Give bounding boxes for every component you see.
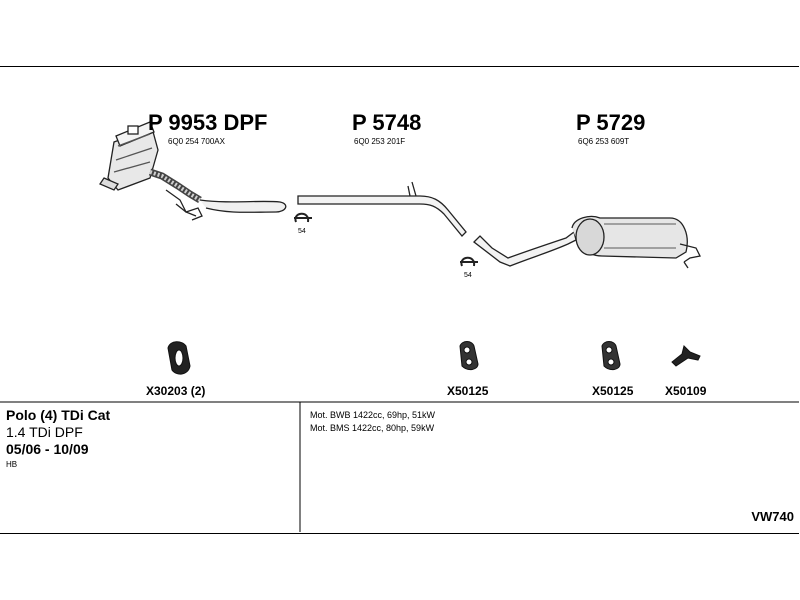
engine-list: Mot. BWB 1422cc, 69hp, 51kW Mot. BMS 142… (310, 409, 435, 435)
mounting-rubber-icon (601, 341, 621, 371)
part-number-rear-silencer[interactable]: P 5729 (576, 110, 646, 135)
mounting-rubber-icon (459, 341, 479, 371)
middle-pipe-drawing[interactable] (297, 181, 467, 237)
dpf-part-drawing[interactable] (99, 121, 287, 221)
vehicle-body-type: HB (6, 460, 18, 469)
set-code: VW740 (751, 509, 794, 524)
clamp-icon (294, 212, 312, 223)
oem-number-rear-silencer: 6Q6 253 609T (578, 137, 630, 146)
clamp-label: 54 (464, 272, 472, 279)
engine-line: Mot. BMS 1422cc, 80hp, 59kW (310, 423, 435, 433)
clamp-label: 54 (298, 228, 306, 235)
part-number-middle-pipe[interactable]: P 5748 (352, 110, 422, 135)
hardware-code[interactable]: X50125 (592, 384, 634, 398)
clamp-icon (460, 256, 478, 267)
vehicle-info: Polo (4) TDi Cat 1.4 TDi DPF 05/06 - 10/… (6, 407, 296, 471)
hardware-code[interactable]: X50109 (665, 384, 707, 398)
hardware-code[interactable]: X50125 (447, 384, 489, 398)
hardware-code[interactable]: X30203 (2) (146, 384, 206, 398)
rear-silencer-drawing[interactable] (473, 215, 701, 269)
diagram-frame (0, 66, 799, 534)
vehicle-engine: 1.4 TDi DPF (6, 424, 83, 440)
vehicle-years: 05/06 - 10/09 (6, 441, 89, 457)
part-number-dpf[interactable]: P 9953 DPF (148, 110, 268, 135)
oem-number-middle-pipe: 6Q0 253 201F (354, 137, 406, 146)
oem-number-dpf: 6Q0 254 700AX (168, 137, 225, 146)
hanger-bracket-icon (671, 345, 701, 367)
vehicle-model: Polo (4) TDi Cat (6, 407, 111, 423)
engine-line: Mot. BWB 1422cc, 69hp, 51kW (310, 410, 436, 420)
rubber-hanger-icon (167, 341, 191, 375)
